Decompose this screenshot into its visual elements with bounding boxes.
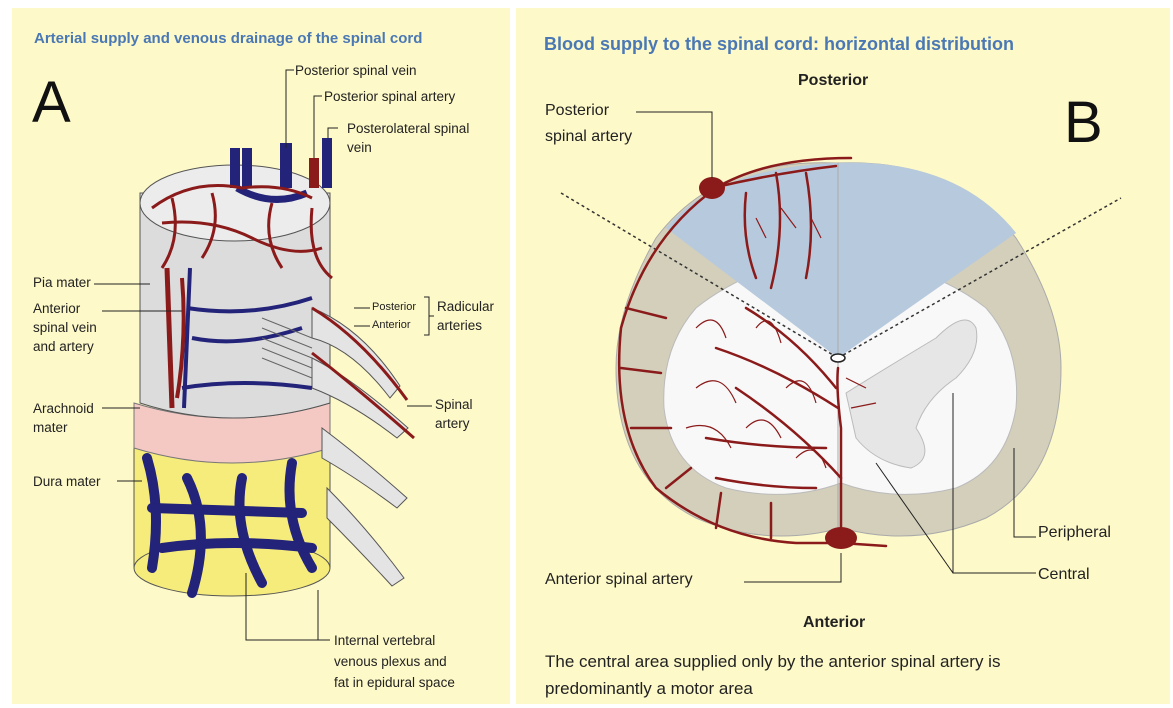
label-anterior-spinal-artery: Anterior spinal artery xyxy=(545,569,693,591)
label-posterolateral-1: Posterolateral spinal xyxy=(347,120,469,138)
posterior-spinal-artery-node xyxy=(699,177,725,199)
central-canal xyxy=(831,354,845,362)
label-spinal-artery-1: Spinal xyxy=(435,396,473,414)
label-posterolateral-2: vein xyxy=(347,139,372,157)
label-internal-1: Internal vertebral xyxy=(334,632,435,650)
panel-a: Arterial supply and venous drainage of t… xyxy=(12,8,510,704)
label-arachnoid-1: Arachnoid xyxy=(33,400,94,418)
label-anterior-direction: Anterior xyxy=(803,612,865,634)
label-posterior-spinal-artery-1: Posterior xyxy=(545,100,609,122)
anterior-spinal-artery-node xyxy=(825,527,857,549)
label-radicular-2: arteries xyxy=(437,317,482,335)
label-internal-2: venous plexus and xyxy=(334,653,447,671)
caption-line-1: The central area supplied only by the an… xyxy=(545,651,1000,674)
label-radicular-anterior: Anterior xyxy=(372,319,411,331)
label-pia-mater: Pia mater xyxy=(33,274,91,292)
label-posterior-spinal-artery: Posterior spinal artery xyxy=(324,88,455,106)
panel-b: Blood supply to the spinal cord: horizon… xyxy=(516,8,1170,704)
label-anterior-1: Anterior xyxy=(33,300,80,318)
label-posterior-spinal-artery-2: spinal artery xyxy=(545,126,632,148)
label-arachnoid-2: mater xyxy=(33,419,68,437)
label-anterior-2: spinal vein xyxy=(33,319,97,337)
label-radicular-1: Radicular xyxy=(437,298,494,316)
label-peripheral: Peripheral xyxy=(1038,522,1111,544)
label-internal-3: fat in epidural space xyxy=(334,674,455,692)
label-anterior-3: and artery xyxy=(33,338,94,356)
label-dura-mater: Dura mater xyxy=(33,473,101,491)
label-radicular-posterior: Posterior xyxy=(372,301,416,313)
label-posterior-spinal-vein: Posterior spinal vein xyxy=(295,62,417,80)
cross-section-diagram xyxy=(516,8,1170,704)
label-central: Central xyxy=(1038,564,1090,586)
label-spinal-artery-2: artery xyxy=(435,415,470,433)
caption-line-2: predominantly a motor area xyxy=(545,678,753,701)
